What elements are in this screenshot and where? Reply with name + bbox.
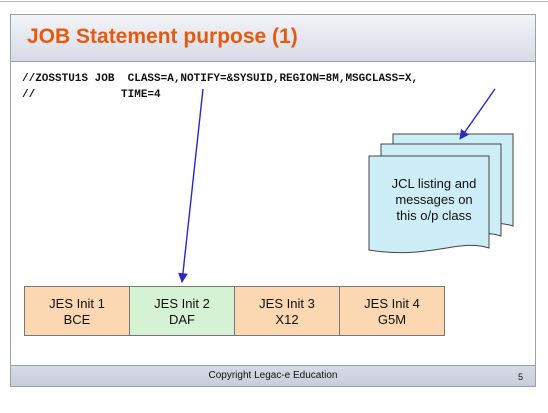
jes-init-1-box: JES Init 1 BCE <box>24 286 130 336</box>
title-bar: JOB Statement purpose (1) <box>10 14 536 62</box>
jes-initiator-row: JES Init 1 BCE JES Init 2 DAF JES Init 3… <box>24 286 445 336</box>
jcl-job-statement-line-2: // TIME=4 <box>22 89 161 101</box>
output-listing-document-icon <box>368 133 514 254</box>
page-number: 5 <box>517 372 523 382</box>
jes-init-4-classes: G5M <box>377 312 407 327</box>
slide-title: JOB Statement purpose (1) <box>27 25 298 48</box>
output-listing-text: JCL listing and messages on this o/p cla… <box>378 176 490 224</box>
jes-init-3-classes: X12 <box>275 312 299 327</box>
jes-init-2-box: JES Init 2 DAF <box>129 286 235 336</box>
jcl-job-statement-line-1: //ZOSSTU1S JOB CLASS=A,NOTIFY=&SYSUID,RE… <box>22 73 419 85</box>
jes-init-4-box: JES Init 4 G5M <box>339 286 445 336</box>
jes-init-2-classes: DAF <box>169 312 195 327</box>
jes-init-3-name: JES Init 3 <box>259 296 315 311</box>
jes-init-2-name: JES Init 2 <box>154 296 210 311</box>
footer-bar: Copyright Legac-e Education 5 <box>10 365 536 387</box>
jes-init-4-name: JES Init 4 <box>364 296 420 311</box>
jes-init-1-classes: BCE <box>63 312 91 327</box>
jes-init-3-box: JES Init 3 X12 <box>234 286 340 336</box>
copyright-text: Copyright Legac-e Education <box>208 370 338 381</box>
jes-init-1-name: JES Init 1 <box>49 296 105 311</box>
top-divider <box>0 1 548 2</box>
listing-text-line-1: JCL listing and <box>391 176 477 191</box>
listing-text-line-3: this o/p class <box>396 208 472 223</box>
listing-text-line-2: messages on <box>395 192 473 207</box>
